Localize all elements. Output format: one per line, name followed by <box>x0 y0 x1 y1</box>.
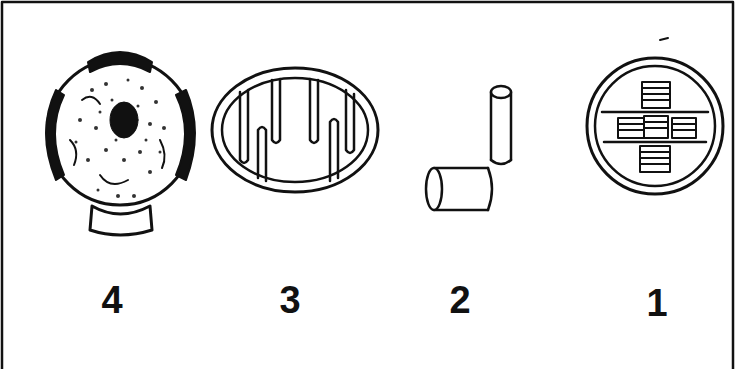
callout-number: 4 <box>101 281 122 319</box>
callout-number: 3 <box>279 281 300 319</box>
callout-number: 1 <box>646 284 667 322</box>
callout-number: 2 <box>449 281 470 319</box>
